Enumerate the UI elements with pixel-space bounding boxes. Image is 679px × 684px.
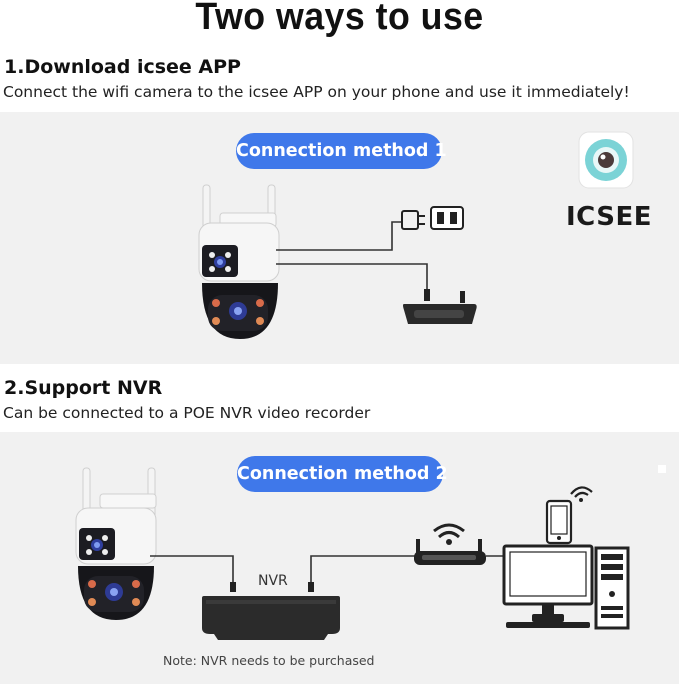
power-outlet-icon bbox=[430, 206, 464, 230]
nvr-label: NVR bbox=[258, 573, 288, 589]
camera-icon bbox=[198, 184, 280, 339]
panel-marker bbox=[658, 465, 666, 473]
camera-icon bbox=[75, 467, 157, 620]
pc-tower-icon bbox=[594, 546, 630, 630]
icsee-app-icon bbox=[578, 131, 634, 189]
monitor-icon bbox=[502, 544, 594, 628]
connection-method-1-badge: Connection method 1 bbox=[236, 133, 447, 169]
nvr-purchase-note: Note: NVR needs to be purchased bbox=[163, 653, 375, 668]
page-title: Two ways to use bbox=[195, 0, 484, 38]
icsee-app-name: ICSEE bbox=[566, 202, 652, 232]
wifi-router-icon bbox=[414, 523, 486, 565]
section1-text: Connect the wifi camera to the icsee APP… bbox=[3, 83, 630, 101]
wifi-signal-icon bbox=[570, 486, 593, 502]
connection-method-2-badge: Connection method 2 bbox=[237, 456, 448, 492]
nvr-recorder-icon bbox=[202, 596, 340, 640]
section1-heading: 1.Download icsee APP bbox=[4, 56, 241, 78]
power-cable-icon bbox=[403, 289, 477, 324]
section2-heading: 2.Support NVR bbox=[4, 377, 163, 399]
section2-text: Can be connected to a POE NVR video reco… bbox=[3, 404, 371, 422]
phone-icon bbox=[545, 499, 573, 545]
power-adapter-icon bbox=[401, 210, 425, 230]
